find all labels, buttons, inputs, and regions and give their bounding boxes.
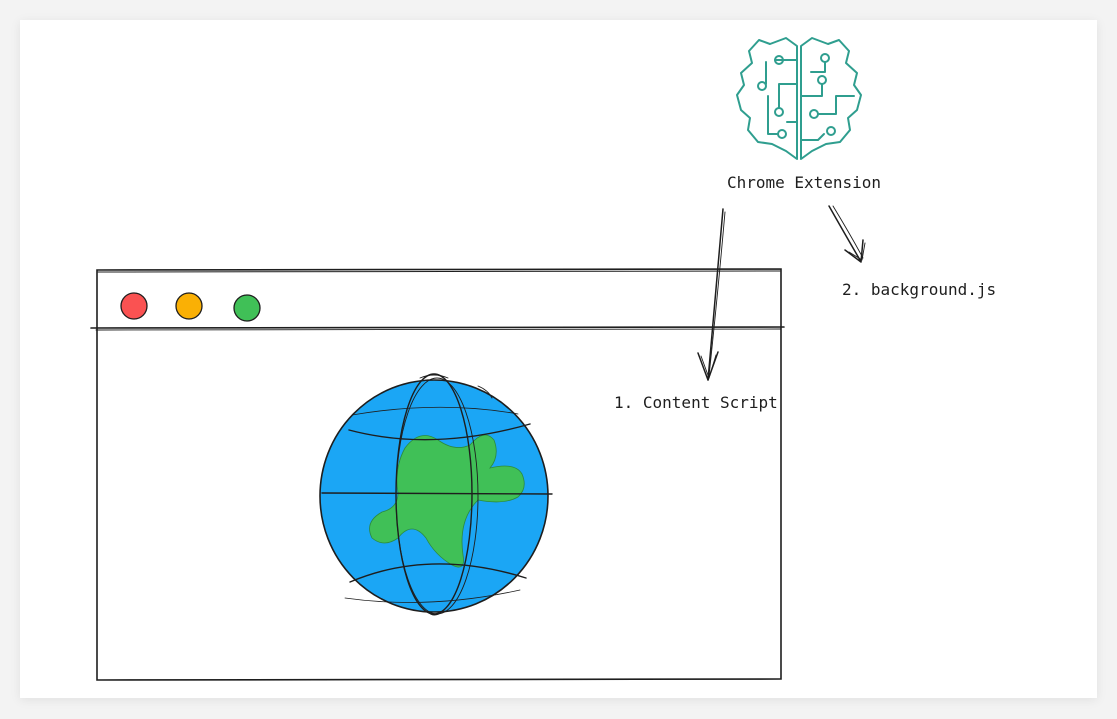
brain-left-hemisphere	[736, 37, 798, 160]
browser-frame	[96, 268, 782, 681]
window-controls	[120, 292, 261, 322]
browser-titlebar-divider	[90, 326, 785, 329]
globe-equator	[321, 492, 553, 495]
close-dot	[120, 292, 148, 320]
brain-circuit-icon	[736, 37, 862, 160]
chrome-extension-label: Chrome Extension	[727, 173, 881, 192]
background-js-label: 2. background.js	[842, 280, 996, 299]
globe-latitude-bottom	[349, 563, 527, 583]
brain-right-hemisphere	[800, 37, 862, 160]
minimize-dot	[175, 292, 203, 320]
maximize-dot	[233, 294, 261, 322]
diagram-card	[20, 20, 1097, 698]
arrow-to-content-script	[697, 208, 726, 381]
arrow-to-background	[828, 205, 866, 263]
content-script-label: 1. Content Script	[614, 393, 778, 412]
globe-latitude-top	[348, 423, 531, 441]
browser-frame-sketch	[97, 270, 781, 273]
browser-window	[90, 268, 785, 681]
globe-icon	[319, 373, 553, 616]
